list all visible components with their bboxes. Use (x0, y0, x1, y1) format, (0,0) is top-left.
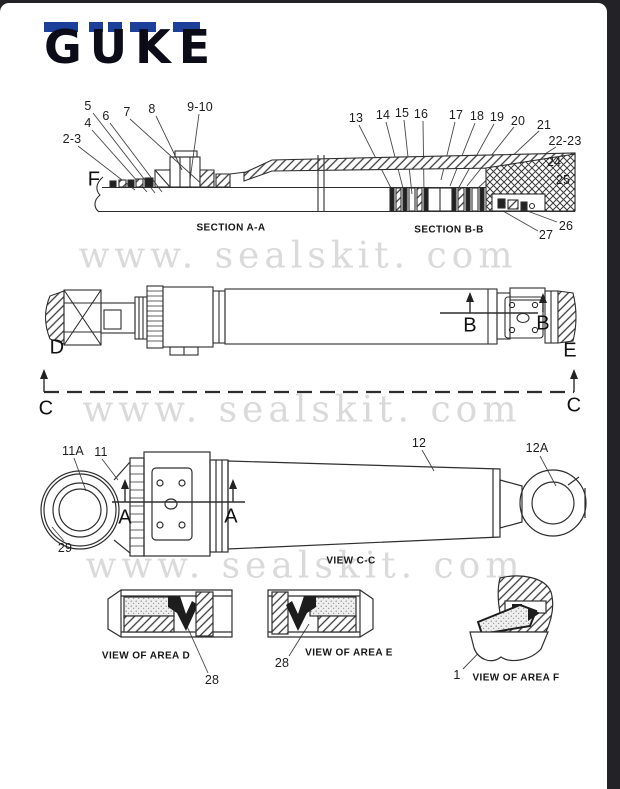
section-aa-caption: SECTION A-A (196, 222, 266, 234)
logo-accent-bar (130, 22, 156, 32)
callout-4: 4 (84, 116, 92, 130)
logo-accent-bar (44, 22, 78, 32)
area-e-marker: E (563, 339, 577, 362)
callout-5: 5 (84, 99, 92, 113)
area-d-marker: D (49, 336, 65, 359)
callout-24: 24 (546, 155, 562, 169)
callout-7: 7 (123, 105, 131, 119)
view-area-f-caption: VIEW OF AREA F (472, 672, 560, 684)
view-cc-drawing (40, 449, 587, 557)
logo-accent-bar (89, 22, 103, 32)
callout-29: 29 (57, 541, 73, 555)
callout-22-23: 22-23 (548, 134, 582, 148)
logo-accent-bar (173, 22, 200, 32)
brand-logo-text: GUKE (44, 20, 219, 74)
watermark: www. sealskit. com (82, 389, 522, 431)
callout-19: 19 (489, 110, 505, 124)
section-bb-caption: SECTION B-B (414, 224, 484, 236)
callout-26: 26 (558, 219, 574, 233)
callout-27: 27 (538, 228, 554, 242)
callout-12a: 12A (525, 441, 549, 455)
section-b-marker-left: B (463, 314, 477, 337)
watermark: www. sealskit. com (78, 235, 518, 277)
section-c-marker-right: C (566, 394, 582, 417)
view-area-d-caption: VIEW OF AREA D (101, 650, 191, 662)
callout-28-e: 28 (274, 656, 290, 670)
callout-13: 13 (348, 111, 364, 125)
callout-25: 25 (555, 173, 571, 187)
callout-1: 1 (453, 668, 461, 682)
callout-11: 11 (94, 445, 108, 459)
brand-logo: GUKE (44, 22, 244, 78)
section-b-marker-right: B (536, 312, 550, 335)
view-cc-caption: VIEW C-C (326, 555, 376, 567)
watermark: www. sealskit. com (85, 545, 525, 587)
callout-18: 18 (469, 109, 485, 123)
area-f-marker: F (87, 168, 101, 191)
callout-17: 17 (448, 108, 464, 122)
callout-20: 20 (510, 114, 526, 128)
section-a-marker-left: A (118, 506, 132, 529)
section-c-marker-left: C (38, 397, 54, 420)
callout-12: 12 (411, 436, 427, 450)
section-a-marker-right: A (224, 505, 238, 528)
callout-9-10: 9-10 (187, 100, 213, 114)
callout-14: 14 (375, 108, 391, 122)
detail-views-drawing (107, 575, 554, 674)
view-area-e-caption: VIEW OF AREA E (305, 647, 393, 659)
callout-8: 8 (148, 102, 156, 116)
callout-6: 6 (102, 109, 110, 123)
section-aa-bb-drawing (77, 112, 576, 232)
callout-16: 16 (413, 107, 429, 121)
assembly-side-view-drawing (40, 285, 578, 394)
logo-accent-bar (108, 22, 122, 32)
callout-11a: 11A (62, 444, 84, 458)
callout-15: 15 (394, 106, 410, 120)
callout-21: 21 (536, 118, 552, 132)
callout-2-3: 2-3 (62, 132, 82, 146)
callout-28-d: 28 (204, 673, 220, 687)
